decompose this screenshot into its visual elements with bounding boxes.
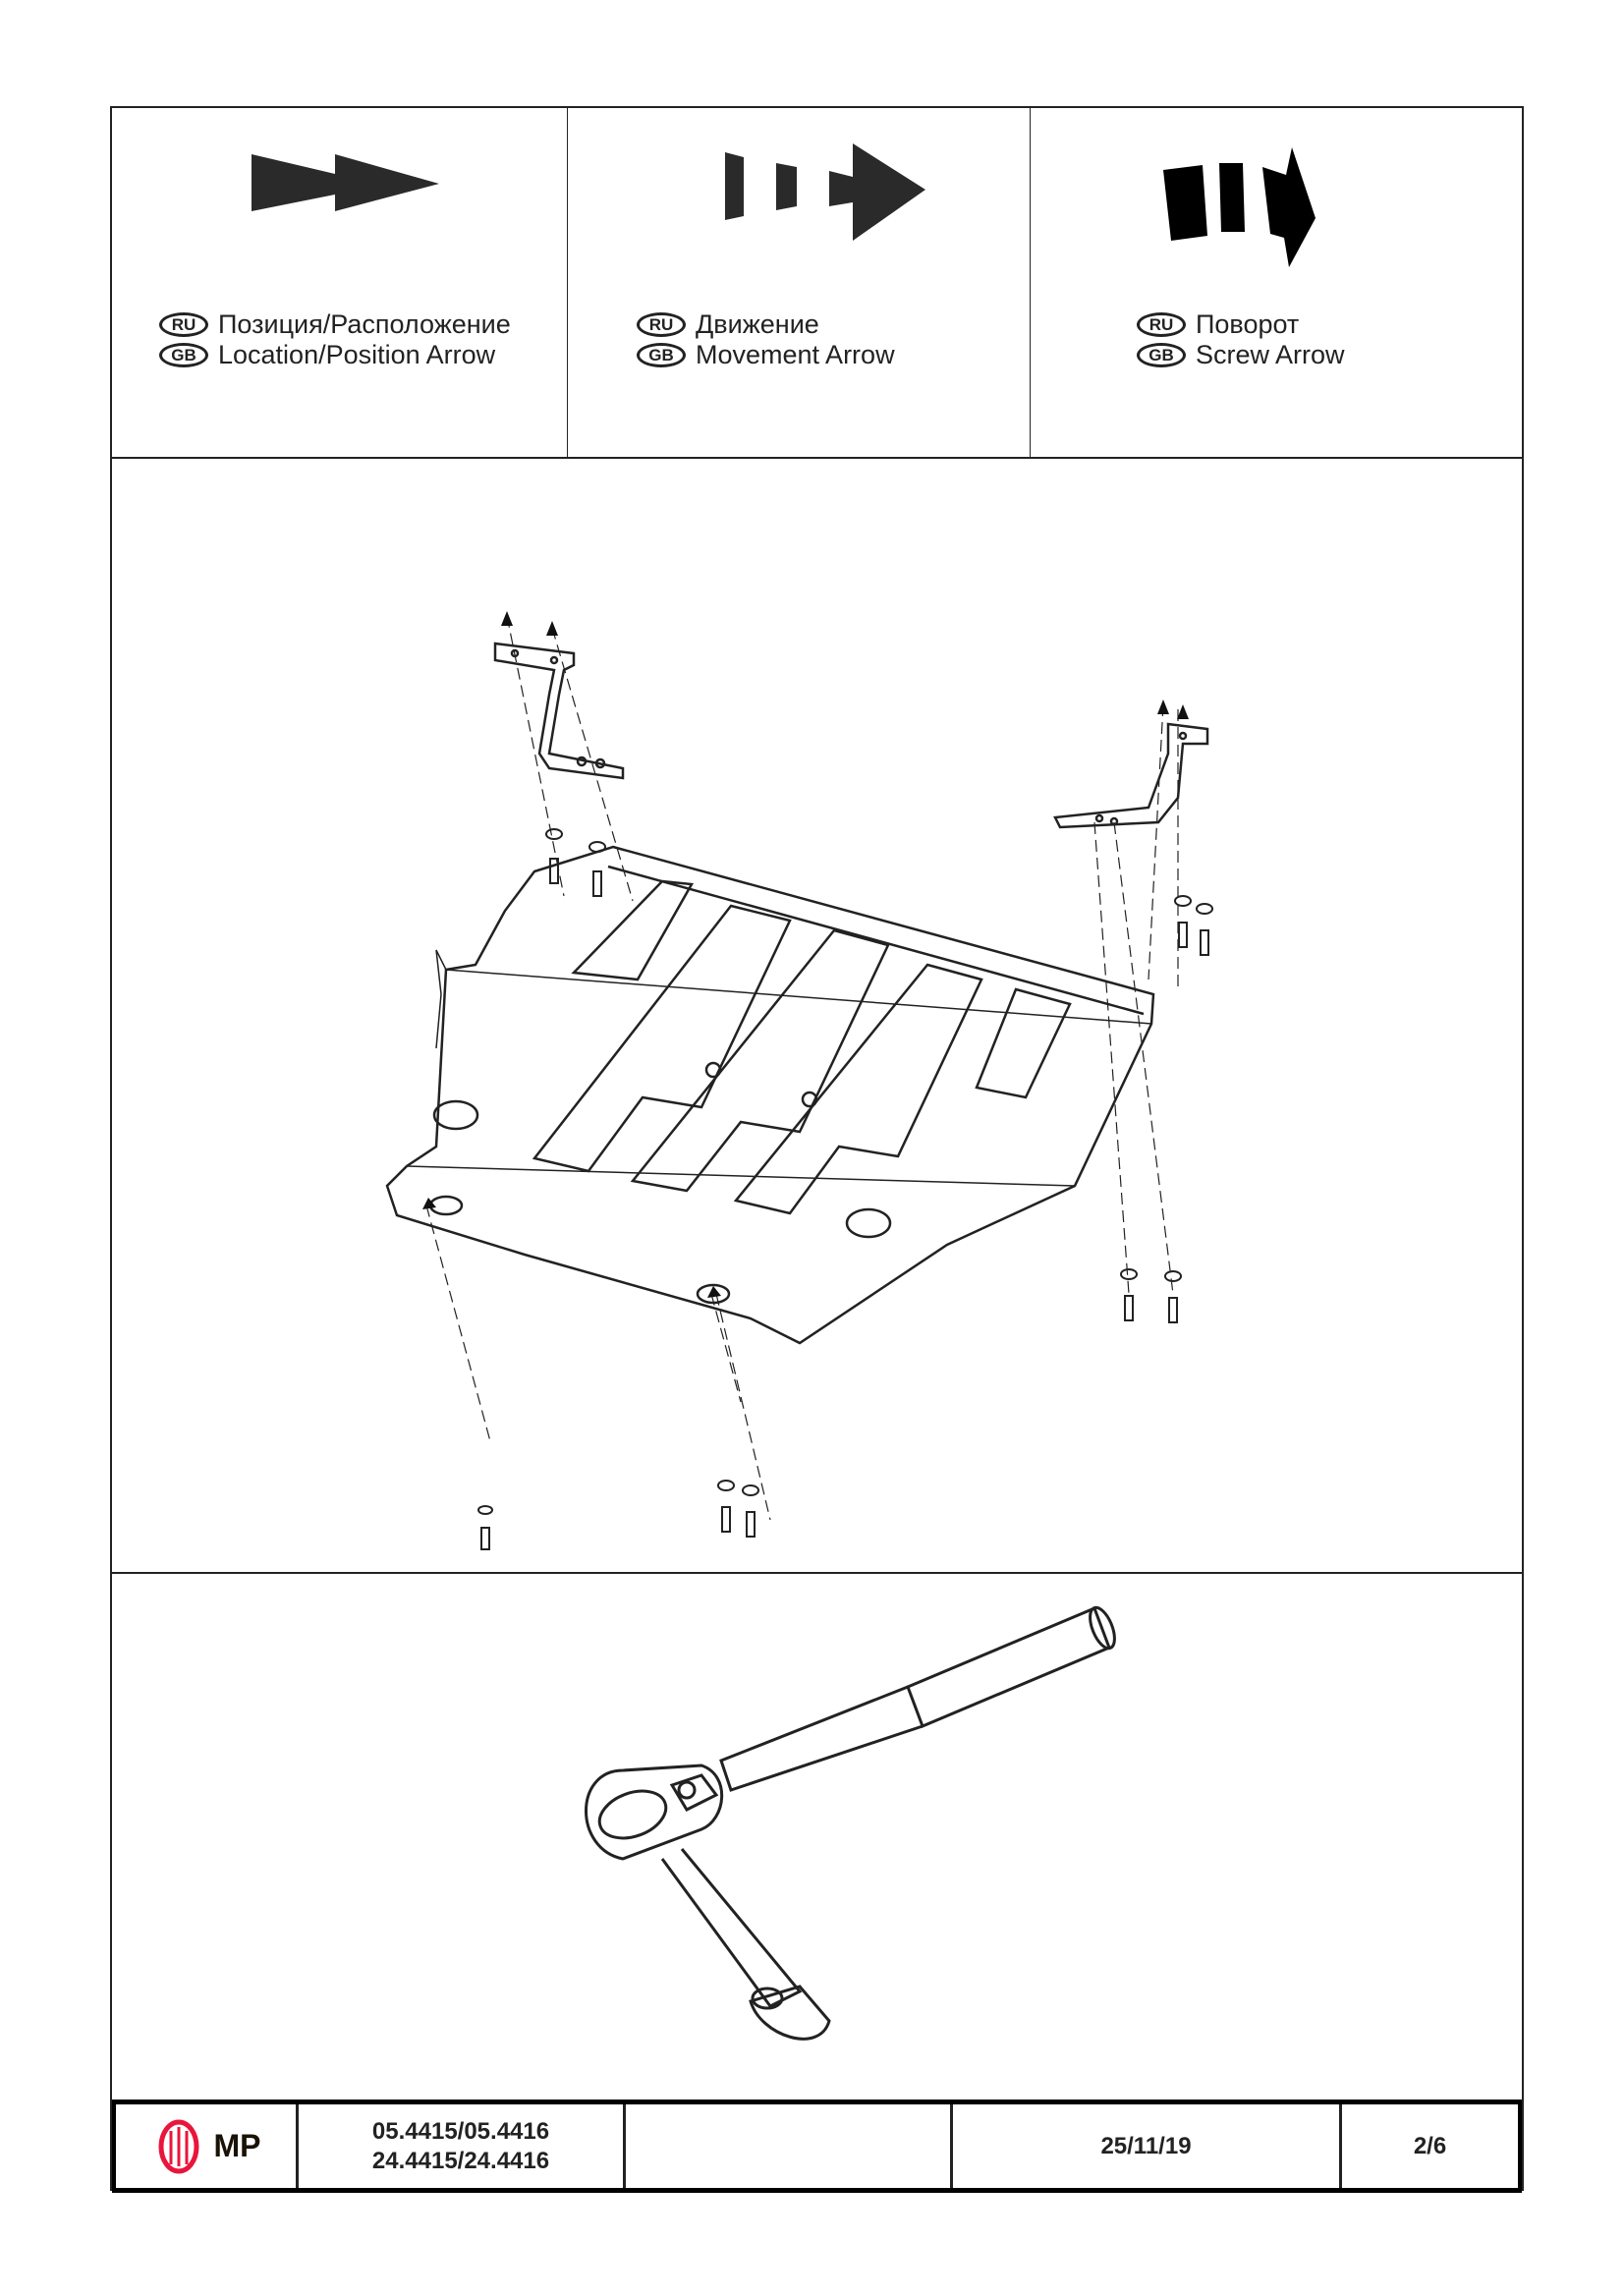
legend-gb-label: Movement Arrow	[696, 340, 895, 369]
instruction-sheet: RU Позиция/Расположение GB Location/Positi…	[110, 106, 1524, 2193]
logo-text: MP	[213, 2128, 261, 2163]
right-bracket	[1053, 722, 1209, 829]
legend-location: RU Позиция/Расположение GB Location/Positi…	[112, 108, 568, 457]
legend-ru-label: Позиция/Расположение	[218, 309, 511, 339]
legend-gb-label: Location/Position Arrow	[218, 340, 496, 369]
assembly-diagram	[112, 459, 1522, 1574]
screw-arrow-icon	[1163, 147, 1316, 267]
part-numbers-line2: 24.4415/24.4416	[371, 2147, 550, 2174]
ru-badge: RU	[637, 312, 686, 337]
part-numbers-line1: 05.4415/05.4416	[371, 2117, 550, 2145]
legend-screw: RU Поворот GB Screw Arrow	[1031, 108, 1526, 457]
movement-arrow-icon	[725, 143, 925, 241]
legend-gb-label: Screw Arrow	[1196, 340, 1345, 369]
legend-movement: RU Движение GB Movement Arrow	[568, 108, 1031, 457]
part-numbers-cell: 05.4415/05.4416 24.4415/24.4416	[299, 2104, 626, 2188]
ratchet-wrench-icon	[585, 1605, 1116, 2041]
legend-ru-label: Поворот	[1196, 309, 1300, 339]
page-number: 2/6	[1413, 2132, 1447, 2159]
location-arrows	[422, 611, 1189, 1298]
mp-logo-icon	[158, 2119, 198, 2173]
gb-badge: GB	[1137, 343, 1186, 367]
left-bracket	[493, 642, 625, 780]
gb-badge: GB	[637, 343, 686, 367]
ratchet-wrench-illustration	[112, 1574, 1522, 2100]
location-arrow-icon	[252, 154, 439, 211]
gb-badge: GB	[159, 343, 208, 367]
ru-badge: RU	[1137, 312, 1186, 337]
blank-cell	[626, 2104, 953, 2188]
title-block: MP 05.4415/05.4416 24.4415/24.4416 25/11…	[112, 2100, 1522, 2193]
logo-cell: MP	[116, 2104, 299, 2188]
legend-ru-label: Движение	[696, 309, 819, 339]
date-cell: 25/11/19	[953, 2104, 1342, 2188]
ru-badge: RU	[159, 312, 208, 337]
bolts	[477, 828, 1213, 1550]
legend-header: RU Позиция/Расположение GB Location/Positi…	[112, 108, 1522, 459]
skid-plate	[385, 845, 1155, 1345]
